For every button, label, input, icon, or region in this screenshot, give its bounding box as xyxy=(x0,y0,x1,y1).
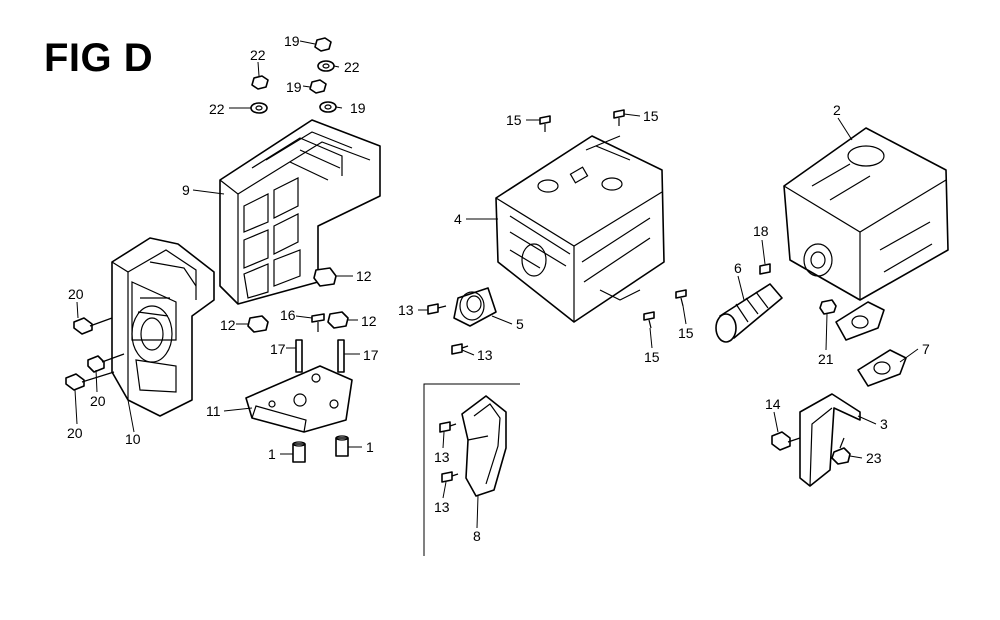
callout-14: 14 xyxy=(765,396,781,412)
callout-12: 12 xyxy=(356,268,372,284)
callout-21: 21 xyxy=(818,351,834,367)
callout-4: 4 xyxy=(454,211,462,227)
callout-1: 1 xyxy=(366,439,374,455)
callout-2: 2 xyxy=(833,102,841,118)
callout-10: 10 xyxy=(125,431,141,447)
part-2-muffler-body xyxy=(783,127,949,301)
part-20-bolt-group xyxy=(65,317,125,391)
callout-13: 13 xyxy=(434,499,450,515)
part-17-stud-group xyxy=(295,339,345,373)
callout-labels: 19 22 19 22 19 22 9 12 20 16 12 12 17 17… xyxy=(67,33,930,544)
part-5-exhaust-cap xyxy=(453,287,497,327)
callout-3: 3 xyxy=(880,416,888,432)
part-16-bolt xyxy=(311,313,325,332)
callout-9: 9 xyxy=(182,182,190,198)
part-13-screw-group xyxy=(427,303,469,483)
part-18-screw xyxy=(759,263,771,275)
callout-19: 19 xyxy=(284,33,300,49)
callout-15: 15 xyxy=(678,325,694,341)
part-1-dowel-group xyxy=(292,435,349,463)
part-11-mounting-plate xyxy=(245,365,353,433)
part-12-nut-group xyxy=(247,267,349,333)
callout-15: 15 xyxy=(644,349,660,365)
part-7-gasket-group xyxy=(835,301,907,387)
callout-12: 12 xyxy=(361,313,377,329)
part-9-gasket-frame xyxy=(219,119,381,305)
callout-20: 20 xyxy=(90,393,106,409)
callout-13: 13 xyxy=(477,347,493,363)
callout-20: 20 xyxy=(68,286,84,302)
callout-19: 22 xyxy=(250,47,266,63)
callout-5: 5 xyxy=(516,316,524,332)
callout-leaders xyxy=(74,40,919,529)
part-15-screw-group xyxy=(539,109,687,329)
part-3-bracket xyxy=(799,393,861,487)
part-23-bolt xyxy=(831,437,851,465)
callout-17: 17 xyxy=(363,347,379,363)
callout-6: 6 xyxy=(734,260,742,276)
callout-11: 11 xyxy=(206,403,221,419)
callout-13: 13 xyxy=(434,449,450,465)
callout-20: 20 xyxy=(67,425,83,441)
callout-22: 22 xyxy=(344,59,360,75)
callout-7: 7 xyxy=(922,341,930,357)
part-19-nut-group xyxy=(251,37,332,94)
callout-23: 23 xyxy=(866,450,882,466)
callout-15: 15 xyxy=(643,108,659,124)
callout-17: 17 xyxy=(270,341,286,357)
callout-8: 8 xyxy=(473,528,481,544)
callout-12: 12 xyxy=(220,317,236,333)
part-14-bolt xyxy=(771,431,801,451)
callout-16: 16 xyxy=(280,307,296,323)
part-6-spark-screen xyxy=(715,283,783,343)
callout-1: 1 xyxy=(268,446,276,462)
part-10-mount-block xyxy=(111,237,215,417)
part-8-guard xyxy=(423,383,520,556)
part-4-muffler-cover xyxy=(495,135,665,323)
part-21-nut xyxy=(819,299,837,315)
figure-title: FIG D xyxy=(44,36,154,80)
callout-22: 19 xyxy=(350,100,366,116)
callout-22: 22 xyxy=(209,101,225,117)
callout-13: 13 xyxy=(398,302,414,318)
callout-18: 18 xyxy=(753,223,769,239)
callout-19: 19 xyxy=(286,79,302,95)
callout-15: 15 xyxy=(506,112,522,128)
